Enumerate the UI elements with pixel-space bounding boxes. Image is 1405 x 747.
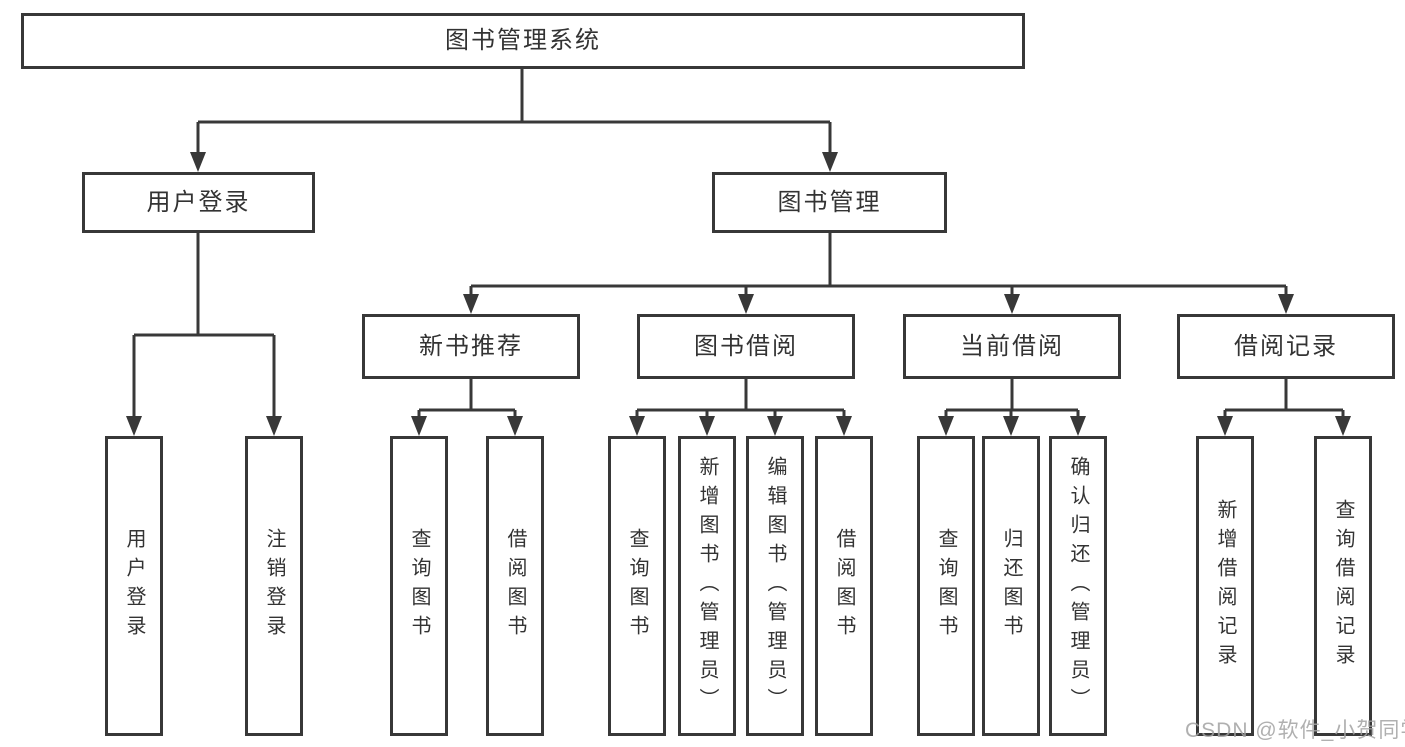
node-user-login-label: 用户登录 [146,188,251,216]
leaf-borrow-books-label: 借阅图书 [833,528,855,644]
leaf-query-books-borrowing: 查询图书 [608,436,666,736]
leaf-confirm-return-admin: 确认归还（管理员） [1049,436,1107,736]
node-borrowing-records-label: 借阅记录 [1234,332,1338,360]
leaf-query-books-recommend-label: 查询图书 [408,528,430,644]
leaf-user-login: 用户登录 [105,436,163,736]
leaf-return-books-label: 归还图书 [1000,528,1022,644]
node-book-borrowing: 图书借阅 [637,314,855,379]
leaf-add-borrow-record-label: 新增借阅记录 [1214,499,1236,673]
leaf-user-login-label: 用户登录 [123,528,145,644]
leaf-query-books-borrowing-label: 查询图书 [626,528,648,644]
leaf-borrow-books: 借阅图书 [815,436,873,736]
node-new-book-recommend-label: 新书推荐 [419,332,523,360]
csdn-watermark: CSDN @软件_小贺同学 [1185,719,1405,742]
leaf-add-books-admin-label: 新增图书（管理员） [696,455,718,717]
leaf-add-borrow-record: 新增借阅记录 [1196,436,1254,736]
node-new-book-recommend: 新书推荐 [362,314,580,379]
leaf-logout-label: 注销登录 [263,528,285,644]
leaf-query-books-current: 查询图书 [917,436,975,736]
node-current-borrowing: 当前借阅 [903,314,1121,379]
node-library-system: 图书管理系统 [21,13,1025,69]
leaf-query-borrow-record: 查询借阅记录 [1314,436,1372,736]
leaf-borrow-books-recommend-label: 借阅图书 [504,528,526,644]
leaf-edit-books-admin: 编辑图书（管理员） [746,436,804,736]
node-current-borrowing-label: 当前借阅 [960,332,1064,360]
leaf-query-books-recommend: 查询图书 [390,436,448,736]
leaf-query-borrow-record-label: 查询借阅记录 [1332,499,1354,673]
leaf-return-books: 归还图书 [982,436,1040,736]
connector-arrowheads [126,152,1351,436]
leaf-add-books-admin: 新增图书（管理员） [678,436,736,736]
leaf-borrow-books-recommend: 借阅图书 [486,436,544,736]
node-borrowing-records: 借阅记录 [1177,314,1395,379]
connector-lines [132,69,1345,417]
leaf-edit-books-admin-label: 编辑图书（管理员） [764,455,786,717]
node-book-management-label: 图书管理 [777,188,882,216]
leaf-logout: 注销登录 [245,436,303,736]
leaf-confirm-return-admin-label: 确认归还（管理员） [1067,455,1089,717]
node-user-login: 用户登录 [82,172,315,233]
node-library-system-label: 图书管理系统 [445,27,601,54]
leaf-query-books-current-label: 查询图书 [935,528,957,644]
node-book-management: 图书管理 [712,172,947,233]
node-book-borrowing-label: 图书借阅 [694,332,798,360]
